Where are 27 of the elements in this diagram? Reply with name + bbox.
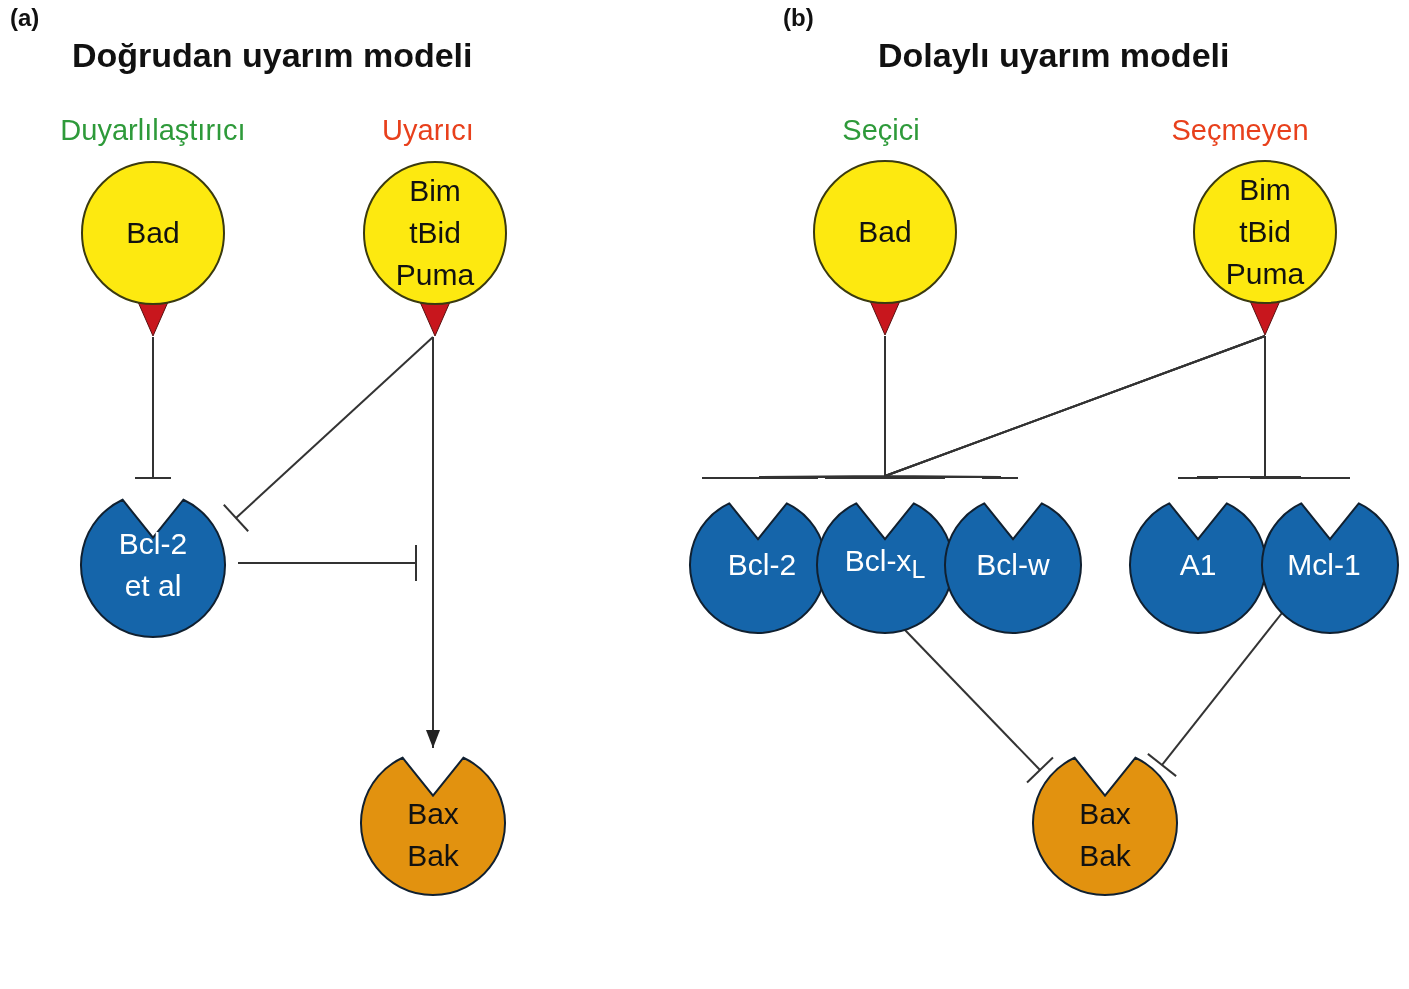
panel-letter: (a): [10, 4, 40, 32]
arrow: [426, 336, 440, 749]
role-label: Uyarıcı: [382, 113, 474, 147]
protein-name: Bim tBid Puma: [395, 173, 475, 293]
inhibition-line: [134, 336, 172, 479]
panel-title: Doğrudan uyarım modeli: [72, 36, 473, 75]
panel-title: Dolaylı uyarım modeli: [878, 36, 1230, 75]
protein-name: Bad: [857, 214, 913, 250]
inhibition-line: [1249, 335, 1351, 479]
protein-name: Bcl-w: [975, 547, 1051, 583]
protein-name: A1: [1178, 547, 1218, 583]
protein-name: Bcl-2: [726, 547, 798, 583]
protein-name: Bax Bak: [1078, 796, 1132, 874]
panel-letter: (b): [783, 4, 814, 32]
protein-name: Bcl-2 et al: [117, 526, 189, 604]
role-label: Duyarlılaştırıcı: [60, 113, 246, 147]
inhibition-line: [237, 544, 417, 582]
protein-name: Mcl-1: [1286, 547, 1362, 583]
role-label: Seçici: [842, 113, 920, 147]
protein-name: Bim tBid Puma: [1225, 172, 1305, 292]
role-label: Seçmeyen: [1171, 113, 1309, 147]
protein-name: Bad: [125, 215, 181, 251]
inhibition-line: [904, 629, 1054, 784]
protein-name: Bcl-x$_{L}$: [843, 543, 927, 585]
inhibition-line: [1146, 612, 1283, 778]
inhibition-line: [222, 336, 434, 533]
protein-name: Bax Bak: [406, 796, 460, 874]
